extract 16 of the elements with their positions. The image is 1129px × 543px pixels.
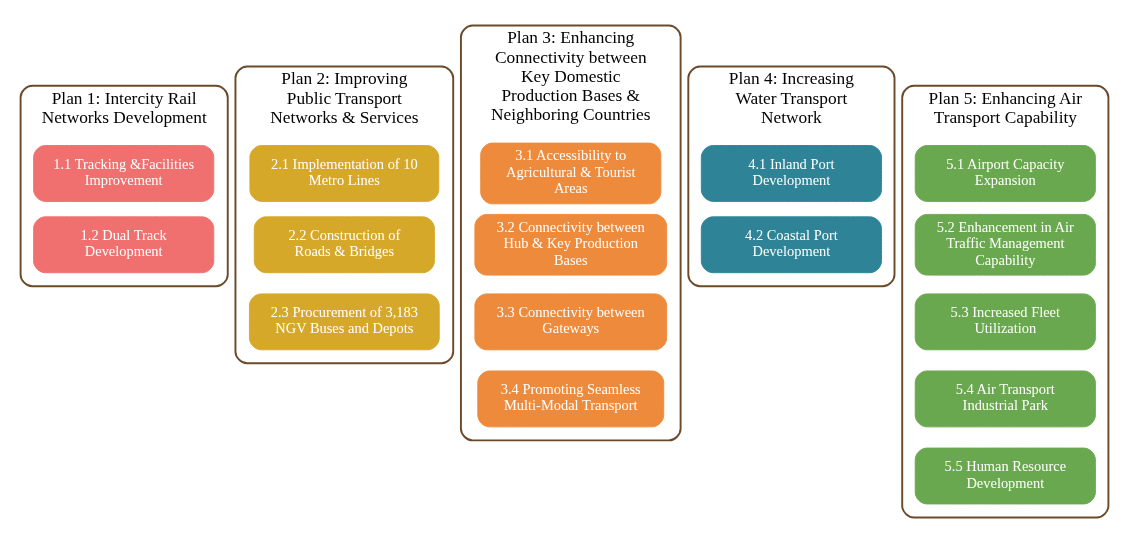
node-box: 4.1 Inland Port Development [700, 145, 882, 202]
node-box: 5.5 Human Resource Development [914, 447, 1096, 505]
node-box: 3.1 Accessibility to Agricultural & Tourist Areas [480, 142, 662, 205]
node-box: 5.1 Airport Capacity Expansion [914, 145, 1096, 202]
node-box: 2.2 Construction of Roads & Bridges [253, 216, 435, 274]
node-box: 5.2 Enhancement in Air Traffic Management Capability [914, 213, 1096, 276]
node-box: 4.2 Coastal Port Development [700, 216, 882, 274]
node-box: 2.3 Procurement of 3,183 NGV Buses and Depots [248, 293, 440, 351]
node-box: 5.4 Air Transport Industrial Park [914, 370, 1096, 428]
node-box: 3.4 Promoting Seamless Multi-Modal Transport [477, 370, 665, 428]
node-box: 5.3 Increased Fleet Utilization [914, 293, 1096, 351]
node-box: 3.3 Connectivity between Gateways [474, 293, 668, 351]
node-box: 3.2 Connectivity between Hub & Key Production Bases [474, 213, 668, 276]
node-box: 1.2 Dual Track Development [33, 216, 215, 274]
node-box: 1.1 Tracking &Facilities Improvement [33, 145, 215, 202]
node-box: 2.1 Implementation of 10 Metro Lines [249, 145, 440, 202]
